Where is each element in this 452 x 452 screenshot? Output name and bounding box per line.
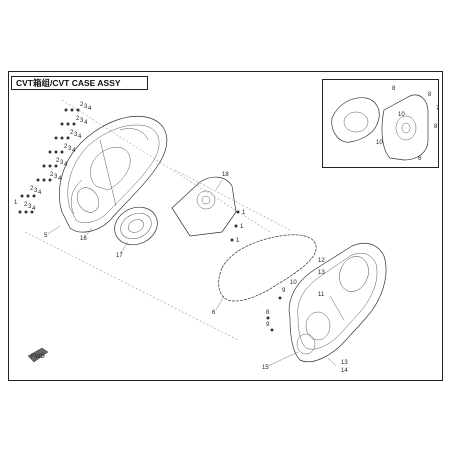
callout: 2: [70, 130, 74, 136]
leader-lines: [47, 179, 337, 367]
callout: 8: [434, 124, 438, 130]
callout: 14: [341, 368, 348, 374]
diagram-frame: [8, 71, 443, 381]
callout: 4: [78, 134, 82, 140]
callout: 8: [266, 310, 270, 316]
callout: 4: [58, 176, 62, 182]
callout: 2: [24, 202, 28, 208]
inset-assembly-drawing: [331, 94, 429, 161]
assembly-guide-lines: [24, 99, 291, 341]
callout: 3: [34, 188, 38, 194]
callout: 8: [392, 86, 396, 92]
callout: 1: [236, 238, 240, 244]
callout-labels: 2 3 4 2 3 4 2 3 4 2 3 4 2 3 4 2 3 4 2 3 …: [14, 86, 440, 374]
callout: 3: [60, 160, 64, 166]
forward-direction-badge: FWD: [27, 347, 49, 363]
callout: 4: [88, 106, 92, 112]
air-duct-cover: [171, 176, 237, 237]
callout: 4: [38, 190, 42, 196]
callout: 13: [341, 360, 348, 366]
callout: 3: [54, 174, 58, 180]
callout: 3: [84, 104, 88, 110]
callout: 3: [80, 118, 84, 124]
callout: 4: [64, 162, 68, 168]
callout: 18: [222, 172, 229, 178]
callout: 10: [376, 140, 383, 146]
callout: 2: [30, 186, 34, 192]
cvt-inner-case: [288, 242, 387, 363]
callout: 2: [80, 102, 84, 108]
callout: 9: [266, 322, 270, 328]
callout: 10: [398, 112, 405, 118]
fwd-label: FWD: [31, 354, 45, 360]
callout: 1: [242, 210, 246, 216]
callout: 2: [64, 144, 68, 150]
callout: 11: [318, 292, 325, 298]
assembly-title: CVT箱组/CVT CASE ASSY: [11, 76, 148, 90]
callout: 10: [290, 280, 297, 286]
callout: 3: [74, 132, 78, 138]
callout: 17: [116, 253, 123, 259]
callout: 4: [32, 206, 36, 212]
callout: 3: [28, 204, 32, 210]
callout: 6: [418, 156, 422, 162]
callout: 13: [318, 270, 325, 276]
callout: 2: [56, 158, 60, 164]
callout: 6: [212, 310, 216, 316]
cvt-outer-cover: [59, 115, 168, 233]
callout: 1: [240, 224, 244, 230]
callout: 8: [428, 92, 432, 98]
callout: 9: [282, 288, 286, 294]
callout: 15: [262, 365, 269, 371]
inset-detail-box: [322, 79, 439, 168]
callout: 12: [318, 258, 325, 264]
callout: 2: [76, 116, 80, 122]
bolt-washer-stacks: [18, 108, 282, 332]
callout: 2: [50, 172, 54, 178]
case-gasket: [218, 234, 317, 302]
callout: 1: [14, 200, 18, 206]
callout: 5: [44, 233, 48, 239]
callout: 4: [84, 120, 88, 126]
callout: 4: [72, 148, 76, 154]
callout: 3: [68, 146, 72, 152]
cvt-cover-plate: [114, 206, 158, 246]
callout: 7: [436, 106, 440, 112]
callout: 16: [80, 236, 87, 242]
